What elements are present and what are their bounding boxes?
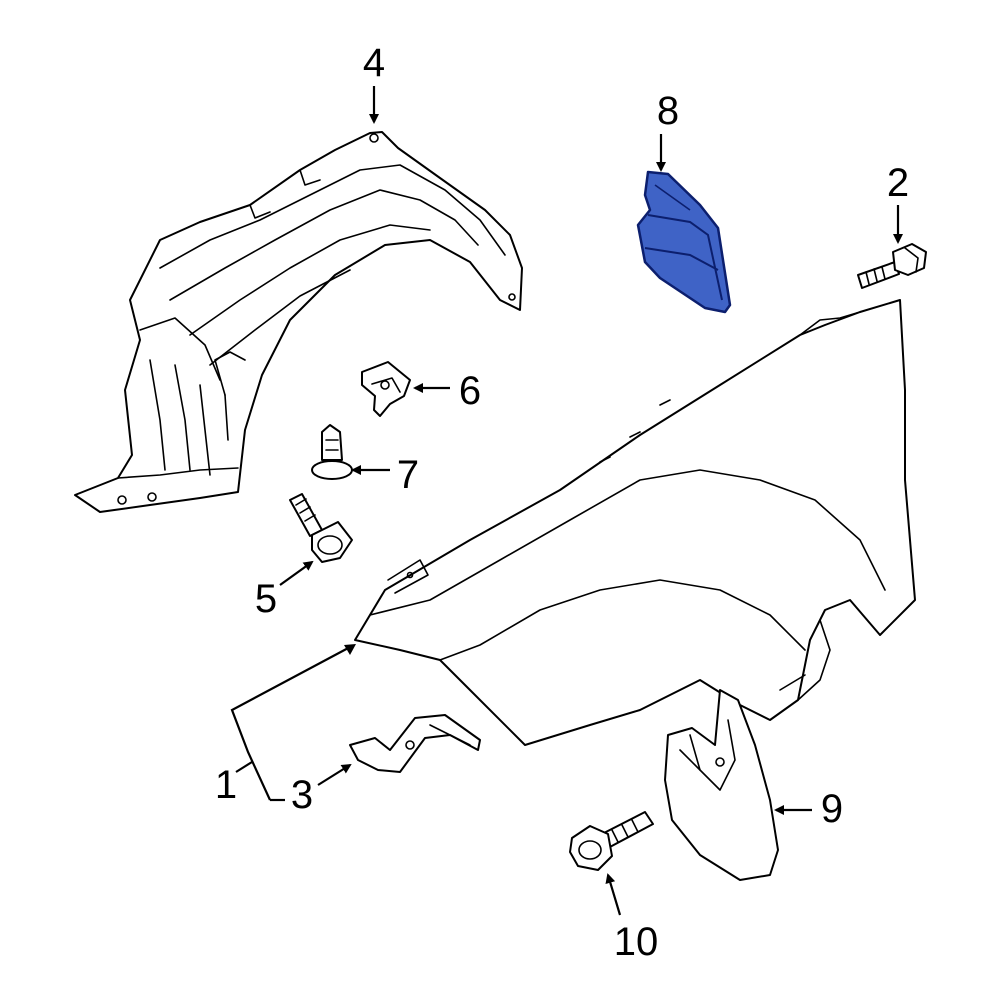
leader-1-bracket <box>230 645 353 801</box>
callout-3: 3 <box>291 773 313 817</box>
leader-5 <box>279 560 314 586</box>
callout-1: 1 <box>215 763 237 807</box>
fender-bracket-part[interactable] <box>349 714 481 773</box>
fender-liner-part[interactable] <box>74 131 523 513</box>
clip-nut-part[interactable] <box>361 361 411 417</box>
callout-6: 6 <box>459 369 481 413</box>
liner-bolt-part[interactable] <box>289 493 353 563</box>
callout-labels: 4 8 2 6 7 5 1 3 9 10 <box>215 41 909 964</box>
front-fender-part[interactable] <box>354 299 916 746</box>
fender-bolt-part[interactable] <box>857 243 927 289</box>
push-pin-part[interactable] <box>311 424 353 480</box>
leader-10 <box>605 873 622 916</box>
leader-1-arrowhead <box>344 644 356 655</box>
leader-3 <box>317 763 352 786</box>
callout-4: 4 <box>363 41 385 85</box>
leader-lines <box>230 86 903 916</box>
callout-9: 9 <box>821 787 843 831</box>
callout-2: 2 <box>887 161 909 205</box>
callout-7: 7 <box>397 453 419 497</box>
callout-8: 8 <box>657 89 679 133</box>
fender-seal-part-highlighted[interactable] <box>636 170 732 314</box>
mud-flap-part[interactable] <box>664 689 779 881</box>
leader-1-tick <box>235 761 253 773</box>
callout-5: 5 <box>255 577 277 621</box>
callout-10: 10 <box>614 920 659 964</box>
mud-flap-bolt-part[interactable] <box>569 811 654 871</box>
